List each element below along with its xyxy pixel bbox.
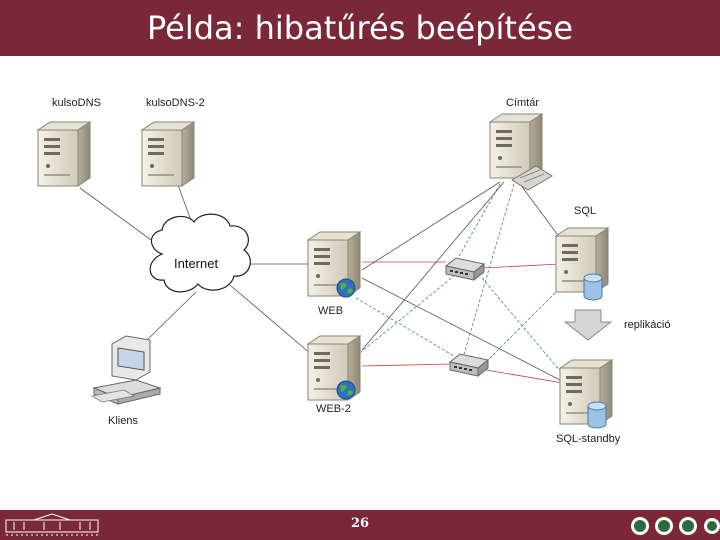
sql-standby-database-icon [587,401,607,429]
replikacio-label: replikáció [624,319,670,331]
web-2-label: WEB-2 [316,403,351,415]
switch-top-icon [445,257,485,281]
footer-bar [0,510,720,540]
kulso-dns-2-server-icon [141,121,195,187]
web-globe-icon [336,278,356,298]
footer-icons [631,517,720,535]
slide-title: Példa: hibatűrés beépítése [147,9,573,47]
web-2-globe-icon [336,380,356,400]
switch-bottom-icon [449,353,489,377]
client-pc-icon [90,335,162,405]
internet-label: Internet [174,256,218,271]
sql-label: SQL [574,205,596,217]
cimtar-label: Címtár [506,97,539,109]
university-logo-icon [5,513,99,536]
kliens-label: Kliens [108,415,138,427]
sql-standby-label: SQL-standby [556,433,621,445]
footer-emblem-3-icon [679,517,697,535]
replication-arrow-icon [563,309,613,341]
web-label: WEB [318,305,343,317]
kulso-dns-server-icon [37,121,91,187]
sql-database-icon [583,273,603,301]
keyboard-icon [511,165,553,191]
footer-emblem-1-icon [631,517,649,535]
footer-emblem-4-icon [704,518,720,534]
network-diagram: kulsoDNS kulsoDNS-2 Címtár SQL Internet … [37,97,670,445]
title-bar [0,0,720,56]
kulso-dns-label: kulsoDNS [52,97,101,109]
kulso-dns-2-label: kulsoDNS-2 [146,97,205,109]
footer-emblem-2-icon [655,517,673,535]
page-number: 26 [350,516,370,531]
connection-lines [79,181,567,384]
internet-cloud-icon [149,213,251,293]
